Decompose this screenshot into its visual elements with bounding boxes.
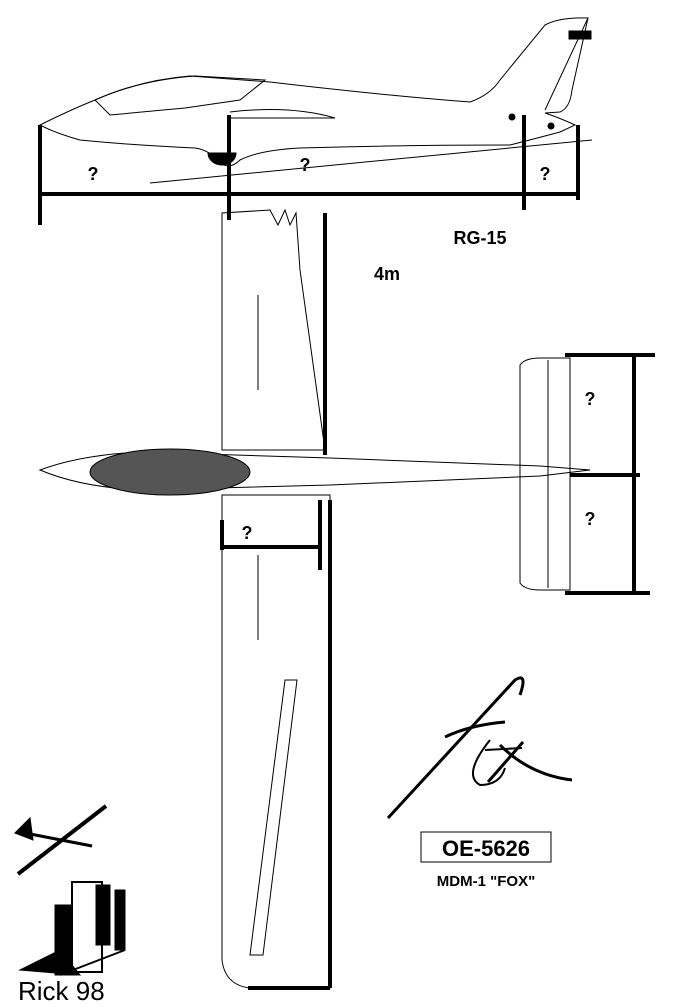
fuselage-top (38, 451, 591, 491)
top-dimensions (220, 213, 655, 990)
flap-line (249, 679, 298, 956)
tail-dot (547, 122, 555, 130)
unknown-dimension-label: ? (300, 155, 311, 175)
model-code-label: RG-15 (453, 228, 506, 248)
datum-line (149, 139, 593, 184)
fox-logo (386, 676, 573, 820)
side-view (38, 17, 593, 184)
lower-wing (221, 494, 331, 989)
tail-dot (508, 113, 516, 121)
side-dimensions (38, 115, 580, 225)
wing-root-fairing (229, 109, 336, 119)
unknown-dimension-label: ? (585, 509, 596, 529)
unknown-dimension-label: ? (585, 389, 596, 409)
unknown-dimension-label: ? (540, 164, 551, 184)
span-label: 4m (374, 264, 400, 284)
upper-wing (221, 208, 326, 451)
top-view (38, 208, 591, 989)
canopy (94, 75, 267, 116)
fin-marking (568, 30, 592, 40)
author-signature: Rick 98 (18, 976, 105, 1006)
glider-icon (14, 804, 108, 876)
stabilizer (519, 357, 571, 591)
model-name-label: MDM-1 "FOX" (437, 873, 535, 890)
canopy-top (89, 448, 251, 496)
wheel (207, 152, 237, 166)
registration-label: OE-5626 (442, 836, 530, 861)
registration-box (420, 831, 552, 863)
unknown-dimension-label: ? (88, 164, 99, 184)
unknown-dimension-label: ? (242, 523, 253, 543)
castle-sketch-icon (18, 881, 126, 976)
fuselage-side-outline (38, 17, 589, 167)
